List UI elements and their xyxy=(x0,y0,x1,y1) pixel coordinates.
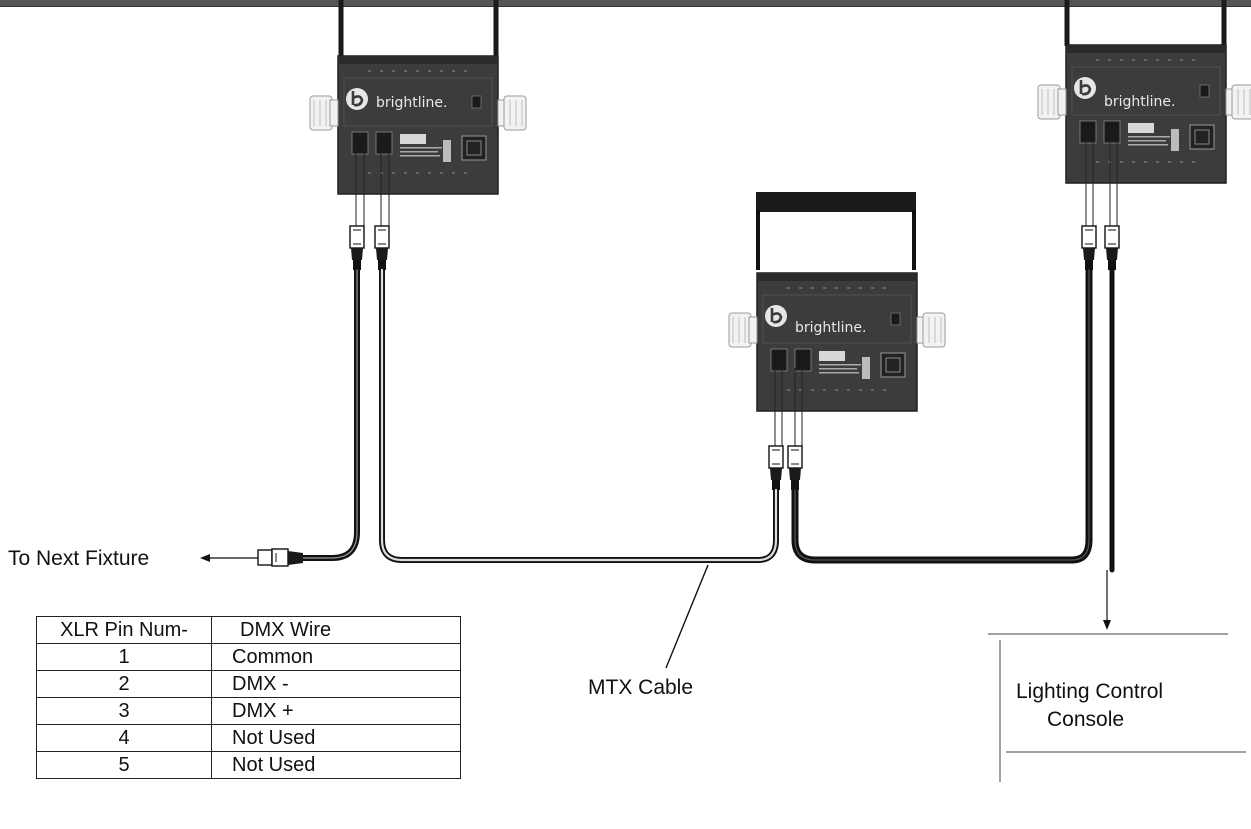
fixture-center: brightline. xyxy=(727,192,947,413)
table-row: 3 DMX + xyxy=(36,697,461,725)
dmx-wire: DMX + xyxy=(211,697,461,725)
xlr-pin-table: XLR Pin Num- DMX Wire 1 Common 2 DMX - 3… xyxy=(36,616,461,779)
pin-table-header-row: XLR Pin Num- DMX Wire xyxy=(36,616,461,644)
fixture-left: brightline. xyxy=(308,0,528,196)
pin-number: 4 xyxy=(36,724,212,752)
pin-number: 1 xyxy=(36,643,212,671)
xlr-plug-left-in xyxy=(374,225,390,271)
xlr-connector-next-fixture xyxy=(257,548,303,567)
xlr-plug-right-in xyxy=(1104,225,1120,271)
xlr-plug-left-out xyxy=(349,225,365,271)
dmx-wire: DMX - xyxy=(211,670,461,698)
table-row: 1 Common xyxy=(36,643,461,671)
fixture-left-brand: brightline. xyxy=(376,95,448,111)
fixture-center-brand: brightline. xyxy=(795,320,867,336)
pin-table-header-wire: DMX Wire xyxy=(211,616,461,644)
mtx-cables xyxy=(300,266,1115,573)
fixture-right-brand: brightline. xyxy=(1104,94,1176,110)
pin-number: 5 xyxy=(36,751,212,779)
cable-left-to-center xyxy=(379,267,779,563)
dmx-wire: Common xyxy=(211,643,461,671)
table-row: 4 Not Used xyxy=(36,724,461,752)
label-to-next-fixture: To Next Fixture xyxy=(8,547,150,570)
cable-to-next-fixture xyxy=(300,267,360,561)
dmx-wire: Not Used xyxy=(211,751,461,779)
table-row: 5 Not Used xyxy=(36,751,461,779)
xlr-plug-right-out xyxy=(1081,225,1097,271)
label-mtx-cable: MTX Cable xyxy=(588,676,694,699)
fixture-right: brightline. xyxy=(1036,0,1251,185)
pin-number: 3 xyxy=(36,697,212,725)
arrow-to-console xyxy=(1103,570,1111,630)
pin-number: 2 xyxy=(36,670,212,698)
dmx-wire: Not Used xyxy=(211,724,461,752)
arrow-to-next-fixture xyxy=(200,554,258,562)
mtx-cable-leader xyxy=(665,564,709,669)
jack-lines xyxy=(355,140,1118,446)
label-console-line1: Lighting Control xyxy=(1016,680,1164,703)
top-border-bar xyxy=(0,0,1251,7)
label-console-line2: Console xyxy=(1047,708,1125,731)
pin-table-header-pin: XLR Pin Num- xyxy=(36,616,212,644)
xlr-plug-center-in xyxy=(787,445,803,491)
console-outline xyxy=(988,633,1246,782)
table-row: 2 DMX - xyxy=(36,670,461,698)
xlr-plug-center-out xyxy=(768,445,784,491)
